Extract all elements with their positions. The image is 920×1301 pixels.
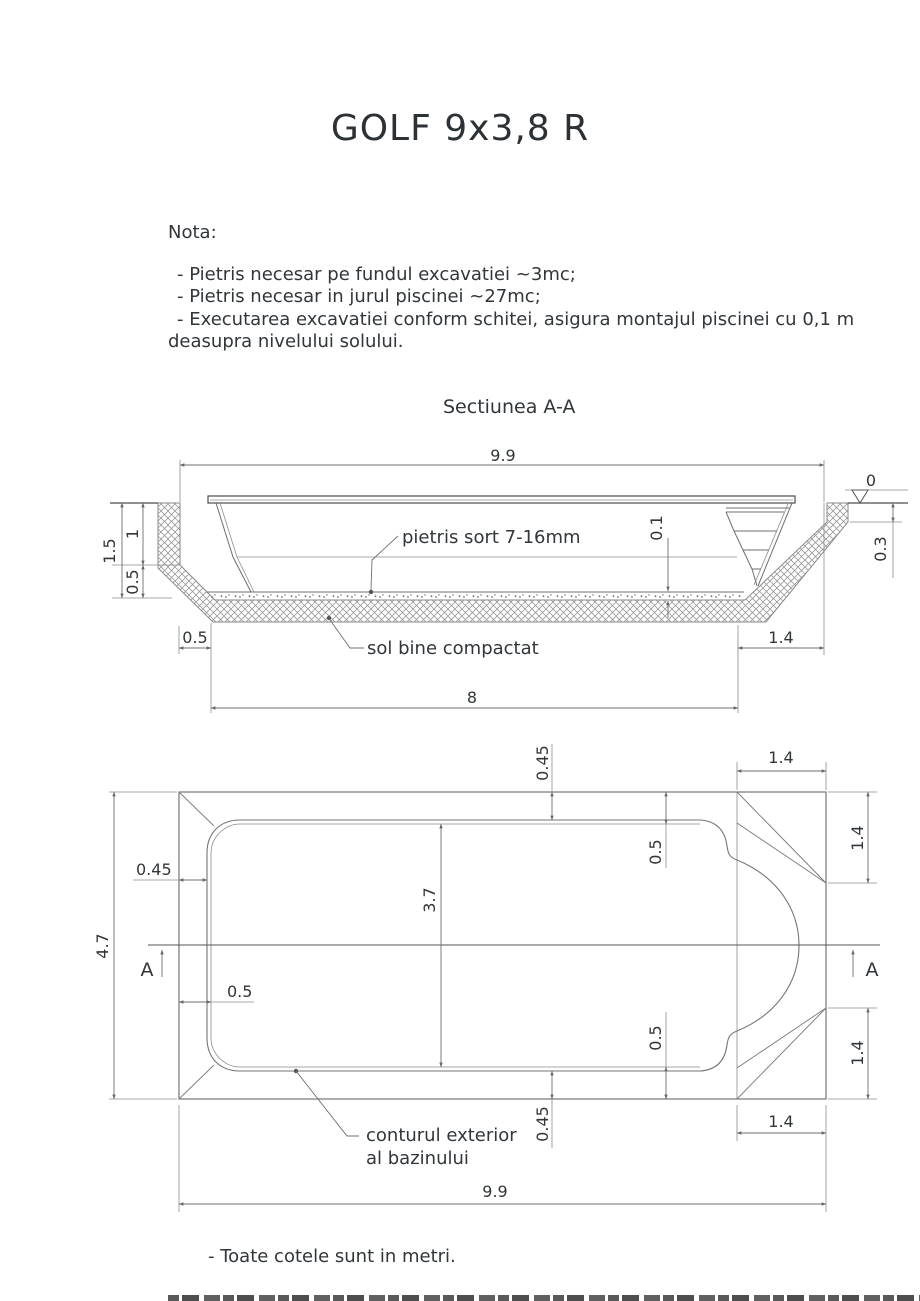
dim-bottom-width-label: 8 — [467, 688, 477, 707]
pool-wall-left-inner — [219, 502, 255, 593]
dim-edge-depth-label: 0.3 — [871, 536, 890, 561]
excavation-hatch — [157, 502, 849, 623]
dim-corner-bottom-height-label: 1.4 — [848, 1040, 867, 1065]
dim-depth-slope-label: 0.5 — [123, 569, 142, 594]
contour-label-line1: conturul exterior — [366, 1125, 517, 1146]
dim-plan-width-label: 9.9 — [482, 1182, 507, 1201]
gravel-label: pietris sort 7-16mm — [402, 527, 581, 548]
dim-gap-right-bottom-label: 0.5 — [646, 1025, 665, 1050]
notes-block: - Pietris necesar pe fundul excavatiei ~… — [168, 264, 868, 354]
pool-wall-left — [215, 502, 252, 593]
note-line: deasupra nivelului solului. — [168, 331, 404, 353]
dim-plan-height-label: 4.7 — [93, 933, 112, 958]
page-title: GOLF 9x3,8 R — [330, 108, 590, 149]
dim-corner-bottom-width-label: 1.4 — [768, 1112, 793, 1131]
dim-depth-wall-label: 1 — [123, 529, 142, 539]
datum-triangle-icon — [851, 489, 869, 504]
dim-corner-top-height-label: 1.4 — [848, 825, 867, 850]
section-marker-left: A — [141, 959, 154, 981]
dim-gap-bottom-label: 0.45 — [533, 1106, 552, 1142]
section-drawing: 0 — [100, 446, 908, 713]
section-title: Sectiunea A-A — [443, 396, 576, 418]
pool-wall-right — [757, 502, 793, 587]
dim-corner-top-width-label: 1.4 — [768, 748, 793, 767]
dim-gap-left-lower-label: 0.5 — [227, 982, 252, 1001]
dim-offset-left-label: 0.5 — [182, 628, 207, 647]
dim-offset-right-label: 1.4 — [768, 628, 793, 647]
gravel-layer — [206, 592, 744, 600]
soil-leader-dot — [326, 615, 332, 621]
pool-wall-right-inner — [753, 503, 789, 586]
dim-inner-height-label: 3.7 — [420, 887, 439, 912]
contour-leader-line — [295, 1070, 359, 1137]
dim-gap-left-upper-label: 0.45 — [136, 860, 172, 879]
plan-drawing: A A 4.7 0.45 0.5 0.45 0.5 3. — [93, 744, 880, 1212]
soil-leader-line — [329, 619, 364, 649]
contour-label-line2: al bazinului — [366, 1148, 469, 1169]
soil-label: sol bine compactat — [367, 638, 539, 659]
dim-depth-total-label: 1.5 — [100, 538, 119, 563]
pool-contour-outer — [206, 819, 800, 1072]
notes-heading: Nota: — [168, 222, 217, 243]
dim-gap-right-top-label: 0.5 — [646, 839, 665, 864]
page-edge-artifact — [168, 1295, 920, 1301]
note-line: - Pietris necesar in jurul piscinei ~27m… — [177, 286, 541, 308]
note-line: - Pietris necesar pe fundul excavatiei ~… — [177, 264, 576, 285]
dim-gap-top-label: 0.45 — [533, 745, 552, 781]
note-line: - Executarea excavatiei conform schitei,… — [177, 308, 855, 330]
pool-rim — [207, 495, 796, 504]
section-marker-right: A — [866, 959, 879, 981]
dim-section-width-label: 9.9 — [490, 446, 515, 465]
dim-gravel-label: 0.1 — [647, 515, 666, 540]
datum-label: 0 — [866, 471, 876, 490]
pool-steps — [725, 507, 790, 587]
corner-diagonals — [178, 791, 827, 1100]
units-note: - Toate cotele sunt in metri. — [208, 1246, 456, 1267]
gravel-leader-line — [370, 535, 399, 591]
gravel-leader-dot — [368, 589, 374, 595]
